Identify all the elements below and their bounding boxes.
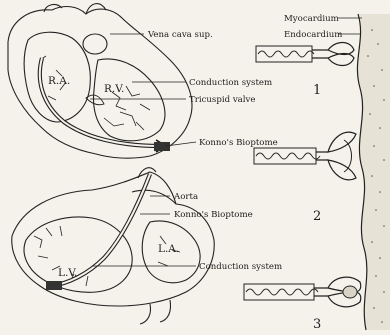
label-konno-bioptome-bottom: Konno's Bioptome [174,210,253,220]
label-conduction-system-bottom: Conduction system [199,262,282,272]
label-right-ventricle: R.V. [104,83,124,95]
label-endocardium: Endocardium [284,30,342,40]
label-myocardium: Myocardium [284,14,339,24]
label-vena-cava-sup: Vena cava sup. [147,30,213,40]
step-number-3: 3 [313,317,321,332]
label-aorta: Aorta [173,192,198,202]
step-number-1: 1 [313,83,321,98]
step-3-detail [244,277,361,307]
bioptome-catheter-top [40,58,170,152]
label-right-atrium: R.A. [48,75,70,87]
label-konno-bioptome-top: Konno's Bioptome [199,138,278,148]
right-heart-drawing [8,4,192,159]
label-conduction-system-top: Conduction system [189,78,272,88]
label-tricuspid-valve: Tricuspid valve [189,95,256,105]
step-number-2: 2 [313,209,321,224]
step-1-detail [256,43,354,66]
myocardium-wall [357,14,390,330]
label-left-ventricle: L.V. [58,267,77,279]
label-left-atrium: L.A. [158,243,179,255]
